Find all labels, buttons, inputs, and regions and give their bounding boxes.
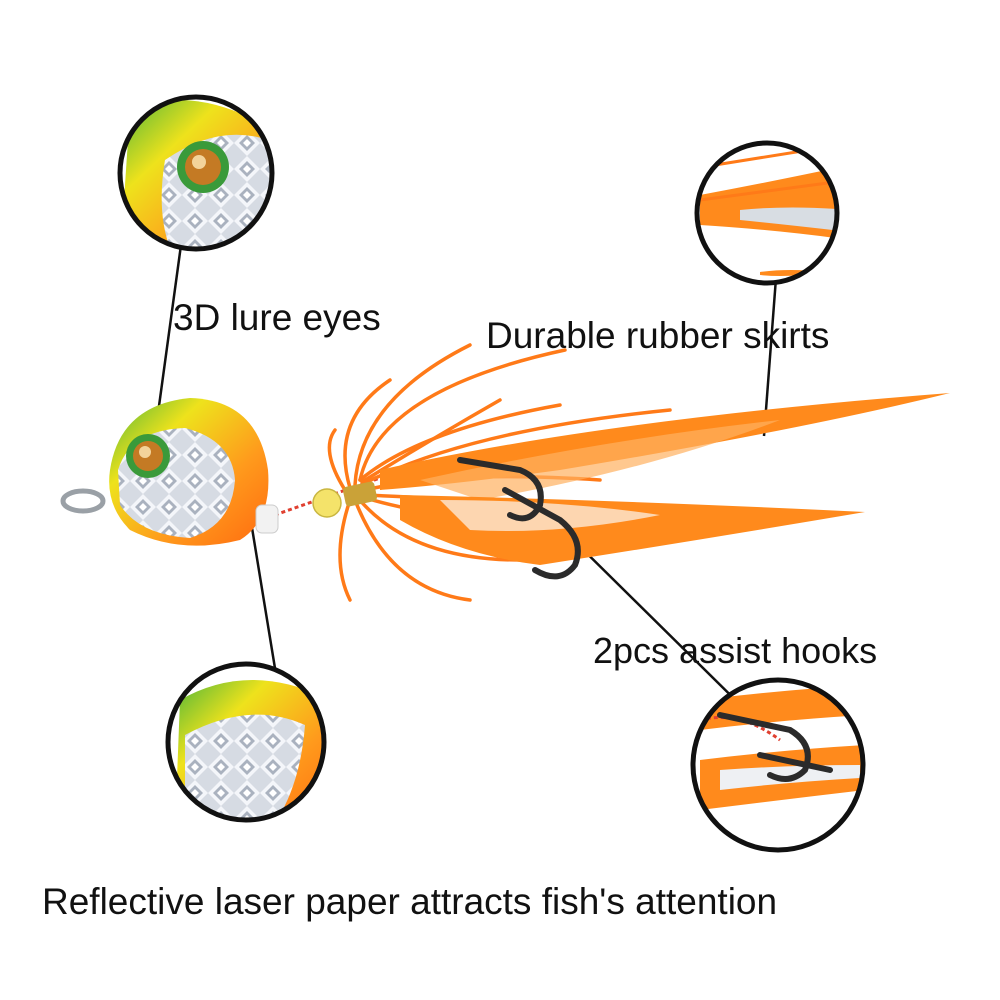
zoom-laser <box>168 664 324 820</box>
lure-main <box>60 343 950 602</box>
zoom-skirts <box>697 143 837 283</box>
assist-hook-icon <box>457 457 581 580</box>
label-rubber-skirts: Durable rubber skirts <box>486 315 830 356</box>
label-assist-hooks: 2pcs assist hooks <box>593 630 878 671</box>
label-laser-paper: Reflective laser paper attracts fish's a… <box>42 881 778 922</box>
split-ring-icon <box>60 488 106 514</box>
label-3d-lure-eyes: 3D lure eyes <box>173 297 381 338</box>
zoom-eyes <box>120 97 272 249</box>
glow-bead-icon <box>312 488 342 518</box>
